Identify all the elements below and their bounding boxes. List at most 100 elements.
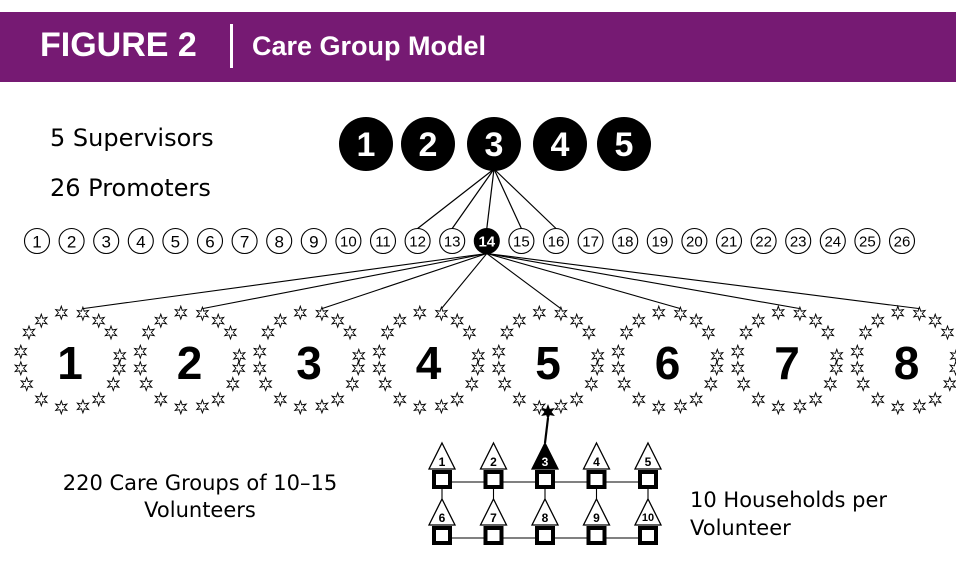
star-icon [133, 343, 148, 360]
star-icon [112, 360, 127, 377]
header-divider [230, 24, 233, 68]
promoter-node: 24 [819, 227, 846, 255]
outlined-circle-icon [542, 227, 570, 255]
star-icon [351, 360, 366, 377]
star-icon [891, 399, 905, 416]
promoter-node: 20 [681, 227, 708, 255]
outlined-circle-icon [819, 227, 846, 255]
promoter-number: 23 [790, 234, 807, 251]
promoter-node: 2 [58, 227, 85, 255]
promoter-number: 20 [686, 234, 703, 251]
promoter-number: 19 [651, 234, 668, 251]
star-icon [174, 304, 188, 321]
star-icon [154, 391, 168, 408]
star-icon [771, 399, 786, 416]
outlined-circle-icon [404, 227, 431, 255]
outlined-circle-icon [335, 227, 362, 255]
star-icon [730, 343, 745, 360]
outlined-circle-icon [646, 227, 673, 255]
star-icon [730, 360, 745, 377]
house-icon [530, 441, 560, 470]
star-icon [858, 324, 873, 341]
outlined-circle-icon [612, 227, 639, 255]
star-icon [856, 376, 870, 392]
care-group: 6 [611, 304, 725, 416]
promoter-node: 10 [335, 227, 362, 255]
household-node: 2 [479, 441, 508, 489]
care-group-number: 7 [774, 337, 800, 389]
star-icon [751, 391, 766, 408]
star-icon [512, 312, 527, 329]
star-icon [434, 305, 449, 322]
star-icon [133, 360, 148, 377]
household-number: 2 [490, 455, 497, 469]
star-icon [689, 391, 703, 408]
filled-circle-icon [473, 227, 500, 255]
household-node: 1 [427, 441, 457, 489]
care-group-number: 8 [894, 337, 920, 389]
figure-header: FIGURE 2 Care Group Model [0, 12, 956, 82]
house-body [483, 470, 504, 489]
supervisor-number: 4 [551, 126, 570, 164]
promoter-number: 1 [32, 233, 41, 252]
house-icon [530, 497, 560, 526]
star-icon [91, 312, 106, 329]
supervisor-promoter-line [493, 168, 522, 229]
star-icon [611, 360, 626, 377]
star-icon [104, 324, 118, 341]
care-group: 2 [133, 304, 247, 416]
star-icon [808, 312, 823, 329]
star-icon [54, 399, 69, 416]
star-icon [231, 360, 246, 377]
promoter-node: 15 [508, 227, 535, 255]
star-icon [591, 347, 605, 364]
promoter-number: 26 [894, 234, 911, 251]
house-body [535, 470, 555, 489]
promoter-node: 23 [785, 227, 812, 255]
star-icon [584, 376, 599, 392]
star-icon [226, 376, 240, 392]
promoter-node: 21 [715, 227, 743, 255]
promoter-number: 14 [478, 234, 495, 251]
star-icon [823, 376, 838, 392]
volunteer-household-line [543, 417, 550, 444]
star-icon [465, 376, 479, 392]
house-body [432, 526, 452, 545]
promoter-number: 15 [513, 234, 530, 251]
supervisor-node: 5 [597, 117, 651, 171]
star-icon [372, 360, 387, 377]
promoter-number: 4 [136, 233, 145, 252]
promoter-node: 19 [646, 227, 673, 255]
star-icon [829, 360, 844, 377]
promoter-node: 7 [231, 227, 258, 255]
promoter-number: 24 [824, 234, 841, 251]
care-group: 8 [850, 304, 956, 416]
star-icon [273, 391, 288, 408]
household-number: 1 [439, 455, 446, 469]
star-icon [771, 304, 786, 321]
household-number: 5 [645, 455, 652, 469]
promoter-number: 25 [859, 234, 876, 251]
care-group-number: 1 [57, 337, 83, 389]
star-icon [709, 360, 724, 377]
star-icon [928, 312, 942, 329]
household-node: 10 [633, 497, 663, 545]
star-icon [372, 343, 387, 360]
promoter-number: 2 [67, 233, 76, 252]
star-icon [736, 376, 751, 392]
outlined-circle-icon [127, 227, 154, 255]
care-group: 1 [13, 304, 127, 416]
care-group-number: 2 [177, 337, 203, 389]
star-icon [943, 376, 956, 392]
house-body [432, 470, 452, 489]
star-icon [13, 360, 28, 377]
star-icon [22, 324, 36, 341]
house-body [638, 470, 658, 489]
house-body [535, 526, 555, 545]
outlined-circle-icon [854, 227, 881, 255]
star-icon [258, 376, 273, 392]
star-icon [491, 343, 506, 360]
star-icon [632, 312, 646, 329]
promoter-node: 11 [369, 227, 397, 255]
outlined-circle-icon [93, 227, 120, 255]
